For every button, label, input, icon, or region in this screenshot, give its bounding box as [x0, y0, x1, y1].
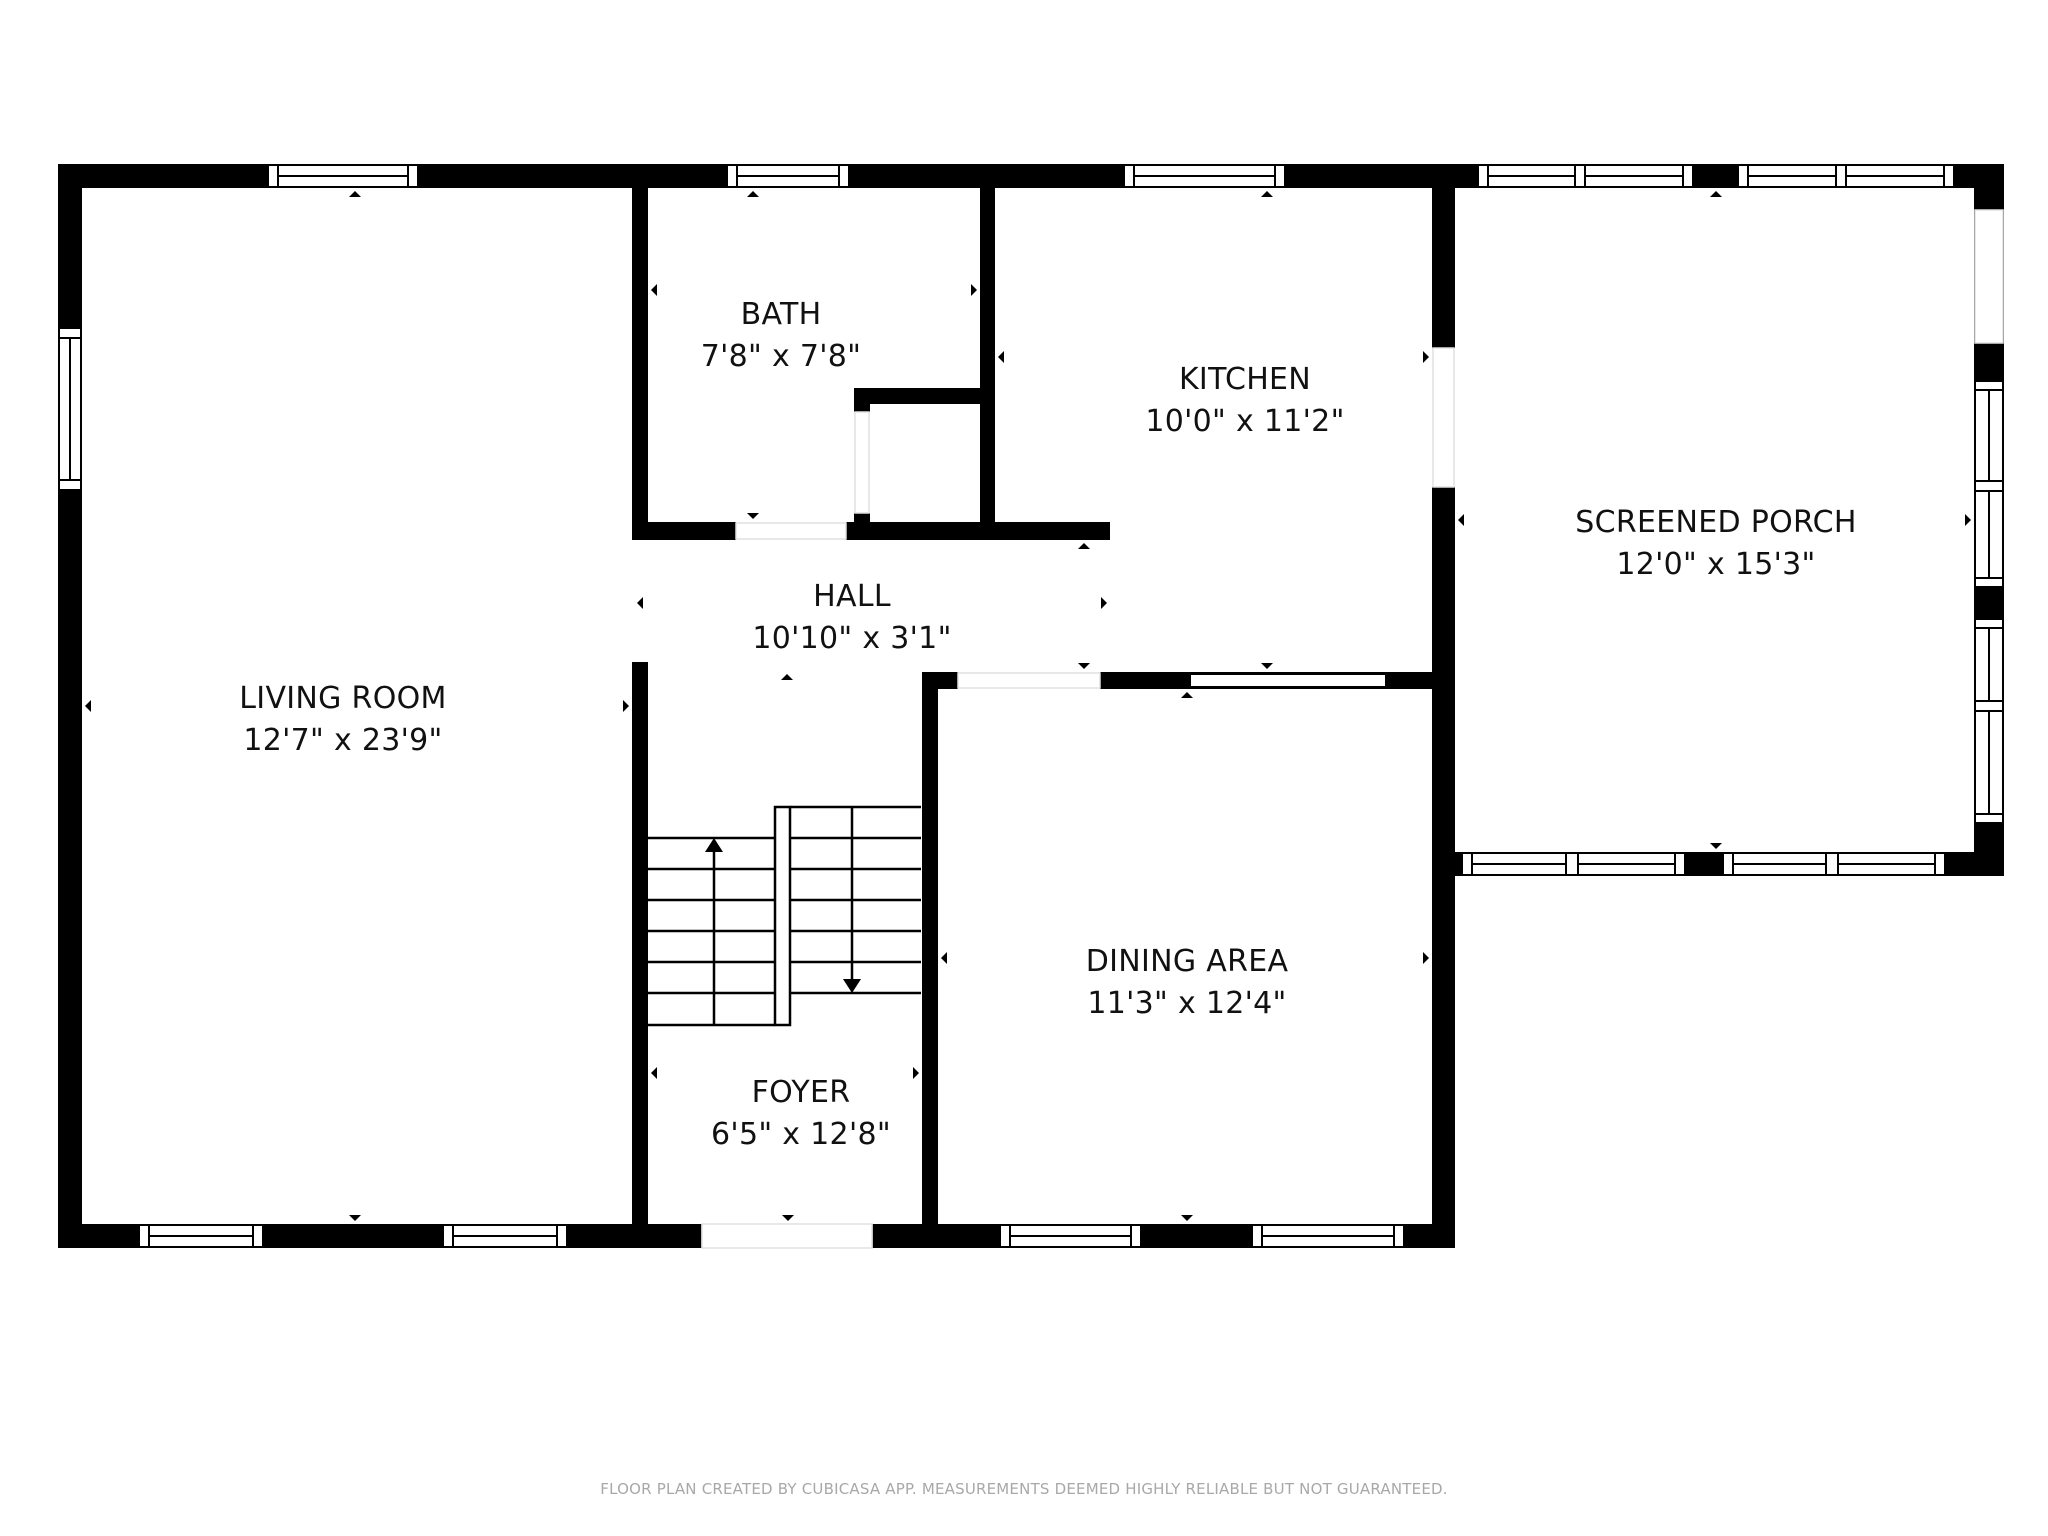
room-dimensions: 11'3" x 12'4" — [1087, 986, 1287, 1021]
stair-flight-down — [790, 805, 921, 995]
window-icon — [138, 1224, 264, 1248]
room-label-hall: HALL 10'10" x 3'1" — [752, 576, 951, 660]
window-icon — [1189, 673, 1387, 688]
window-icon — [267, 164, 419, 188]
stair-rail — [773, 805, 792, 1027]
hall-dining-opening — [957, 672, 1101, 689]
arrow-up-icon — [705, 838, 723, 852]
bath-door-opening — [735, 522, 847, 540]
window-icon — [1251, 1224, 1405, 1248]
footer-disclaimer: FLOOR PLAN CREATED BY CUBICASA APP. MEAS… — [600, 1480, 1448, 1498]
room-label-foyer: FOYER 6'5" x 12'8" — [711, 1072, 891, 1156]
room-dimensions: 12'7" x 23'9" — [243, 723, 443, 758]
window-icon — [726, 164, 850, 188]
window-icon — [999, 1224, 1142, 1248]
window-icon — [1974, 618, 2004, 824]
window-icon — [1123, 164, 1286, 188]
room-dimensions: 6'5" x 12'8" — [711, 1117, 891, 1152]
porch-side-opening — [1974, 209, 2004, 344]
room-dimensions: 10'10" x 3'1" — [752, 621, 952, 656]
arrow-down-icon — [843, 979, 861, 993]
openings — [701, 209, 2004, 1248]
room-label-dining-area: DINING AREA 11'3" x 12'4" — [1086, 941, 1289, 1025]
staircase — [648, 805, 921, 1027]
window-icon — [58, 327, 82, 491]
bath-closet-opening — [854, 411, 870, 514]
window-icon — [442, 1224, 568, 1248]
stair-flight-up — [648, 836, 775, 1027]
window-icon — [1974, 380, 2004, 588]
window-icon — [1737, 164, 1955, 188]
kitchen-porch-opening — [1432, 347, 1455, 488]
room-label-screened-porch: SCREENED PORCH 12'0" x 15'3" — [1575, 502, 1857, 586]
room-dimensions: 7'8" x 7'8" — [700, 339, 862, 374]
room-name: KITCHEN — [1178, 362, 1312, 397]
windows-vertical — [58, 327, 2004, 824]
window-icon — [1477, 164, 1694, 188]
room-label-bath: BATH 7'8" x 7'8" — [701, 294, 862, 378]
room-dimensions: 12'0" x 15'3" — [1616, 547, 1816, 582]
window-icon — [1722, 852, 1946, 876]
room-name: HALL — [813, 579, 891, 614]
windows — [138, 164, 1955, 1248]
dimension-markers — [85, 191, 1971, 1221]
room-label-kitchen: KITCHEN 10'0" x 11'2" — [1145, 359, 1344, 443]
room-name: BATH — [740, 297, 822, 332]
window-icon — [1461, 852, 1686, 876]
room-name: FOYER — [751, 1075, 851, 1110]
room-name: DINING AREA — [1085, 944, 1289, 979]
room-name: SCREENED PORCH — [1575, 505, 1857, 540]
room-name: LIVING ROOM — [239, 681, 447, 716]
room-label-living-room: LIVING ROOM 12'7" x 23'9" — [239, 678, 446, 762]
room-dimensions: 10'0" x 11'2" — [1145, 404, 1345, 439]
